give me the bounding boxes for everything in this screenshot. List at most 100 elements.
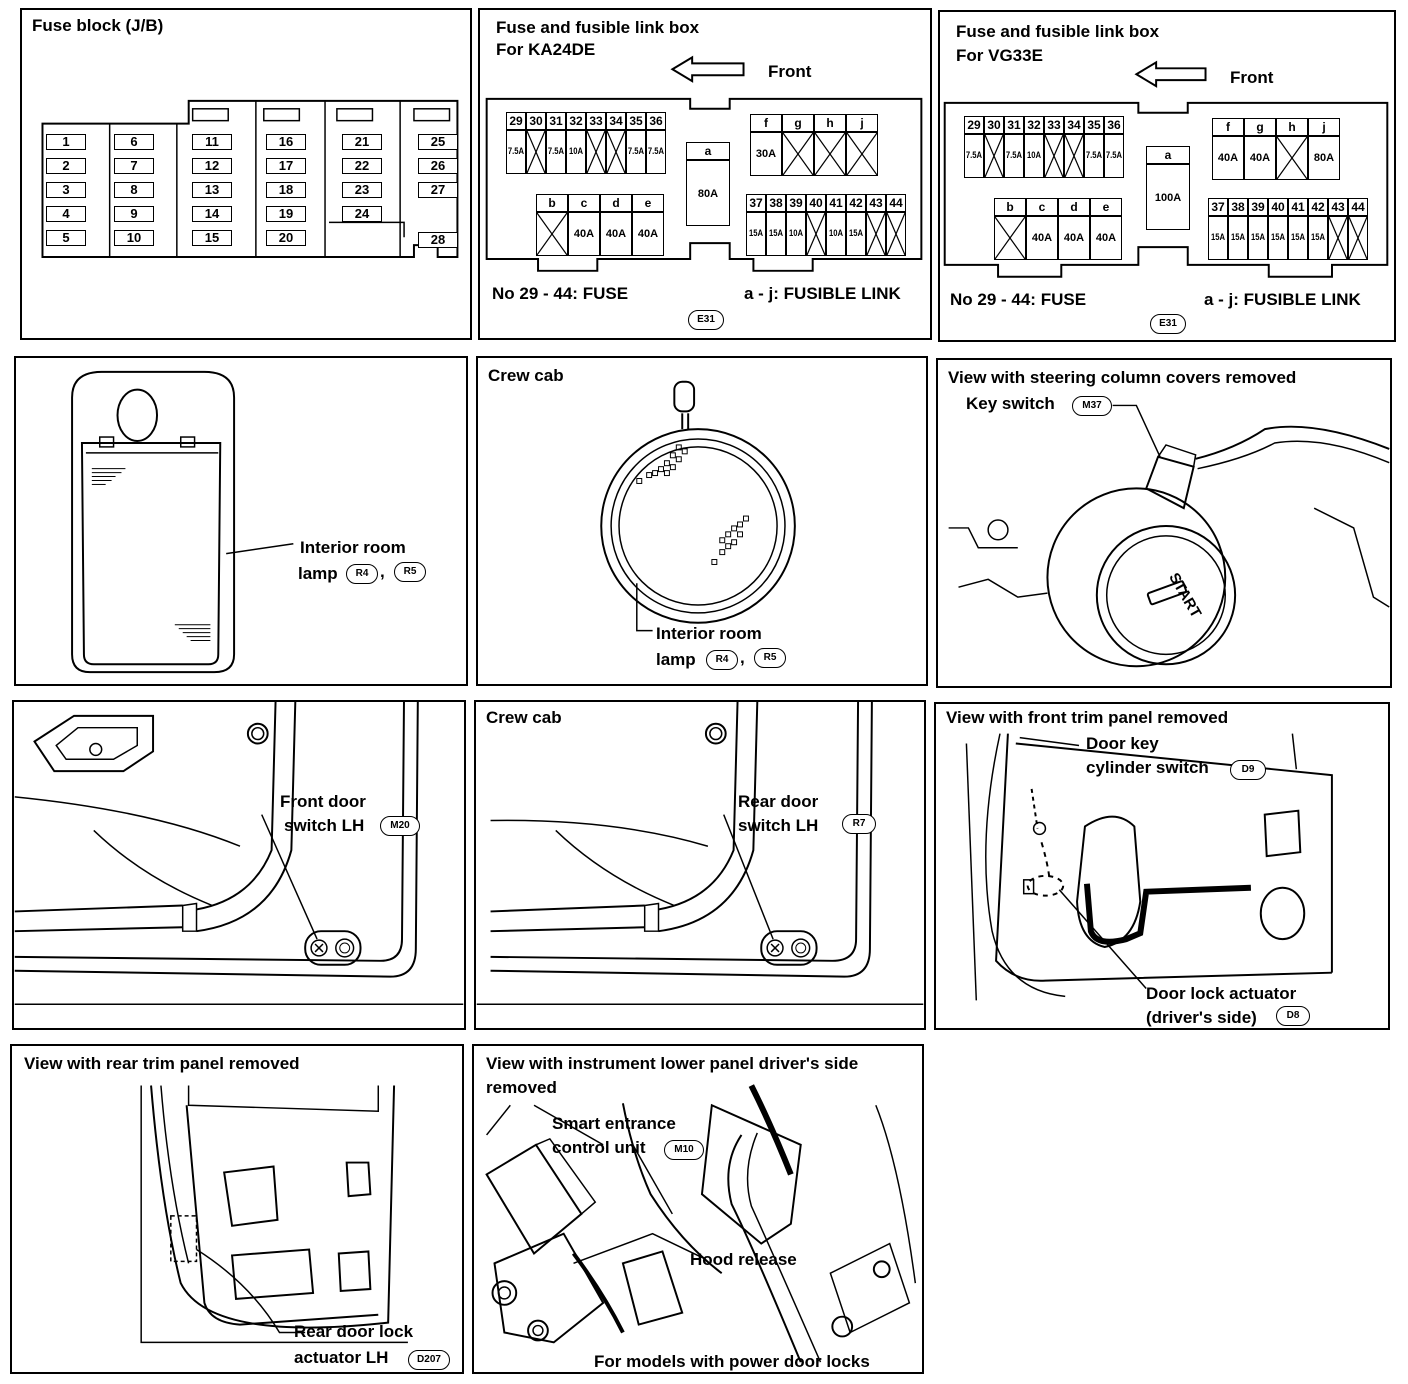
fuse-cell-34: 34 [606,112,626,130]
fuse-amp-35: 7.5A [627,146,645,156]
link-j-header: j [1308,118,1340,136]
ka24de-front-label: Front [768,62,812,81]
link-c-amp: 40A [573,228,595,240]
link-j-empty-icon [846,132,878,176]
link-j-amp: 80A [1313,152,1335,164]
fuse-cell-29: 29 [506,112,526,130]
crew-cab-lamp-label-line2: lamp [656,650,696,669]
fuse-empty-33-icon [1044,134,1064,178]
fuse-cell-30: 30 [984,116,1004,134]
fuse-16: 16 [266,134,306,150]
front-trim-label-line3: Door lock actuator [1146,984,1297,1003]
front-trim-connector-d8: D8 [1276,1006,1310,1026]
rear-door-switch-panel: Crew cab Rear door switch LH R7 [474,700,926,1030]
fuse-empty-33-icon [586,130,606,174]
fuse-cell-42: 42 [1308,198,1328,216]
fuse-cell-33: 33 [586,112,606,130]
link-e-body [1090,216,1122,260]
link-j-header: j [846,114,878,132]
room-lamp-label-line2: lamp [298,564,338,583]
fuse-body-36 [646,130,666,174]
fuse-24: 24 [342,206,382,222]
link-d-amp: 40A [1063,232,1085,244]
fuse-cell-38: 38 [766,194,786,212]
fuse-amp-38: 15A [1230,232,1246,242]
link-e-amp: 40A [1095,232,1117,244]
link-h-empty-icon [814,132,846,176]
fuse-3: 3 [46,182,86,198]
fuse-7: 7 [114,158,154,174]
crew-cab-lamp-comma: , [740,648,745,667]
fuse-13: 13 [192,182,232,198]
fuse-body-31 [1004,134,1024,178]
link-h-empty-icon [1276,136,1308,180]
vg33e-title-line1: Fuse and fusible link box [956,22,1160,41]
fuse-amp-38: 15A [768,228,784,238]
link-b-empty-icon [994,216,1026,260]
fuse-14: 14 [192,206,232,222]
fuse-amp-41: 15A [1290,232,1306,242]
link-d-header: d [1058,198,1090,216]
fuse-22: 22 [342,158,382,174]
fuse-empty-43-icon [866,212,886,256]
fuse-body-29 [506,130,526,174]
rear-trim-connector-d207: D207 [408,1350,450,1370]
fuse-27: 27 [418,182,458,198]
link-d-amp: 40A [605,228,627,240]
link-g-body [1244,136,1276,180]
fuse-cell-39: 39 [1248,198,1268,216]
room-lamp-panel: Interior room lamp R4 , R5 [14,356,468,686]
fuse-20: 20 [266,230,306,246]
fuse-amp-37: 15A [1210,232,1226,242]
link-f-header: f [1212,118,1244,136]
link-c-body [1026,216,1058,260]
instrument-label-line2: control unit [552,1138,646,1157]
ka24de-link-legend: a - j: FUSIBLE LINK [744,284,901,303]
fuse-amp-40: 15A [1270,232,1286,242]
link-f-body [1212,136,1244,180]
front-trim-label-line4: (driver's side) [1146,1008,1257,1027]
fuse-empty-44-icon [1348,216,1368,260]
rear-trim-title: View with rear trim panel removed [24,1054,300,1073]
link-c-body [568,212,600,256]
fuse-amp-32: 10A [568,146,584,156]
link-g-header: g [1244,118,1276,136]
link-c-header: c [568,194,600,212]
link-e-header: e [632,194,664,212]
vg33e-box-drawing [943,60,1389,278]
fuse-18: 18 [266,182,306,198]
fuse-cell-29: 29 [964,116,984,134]
fuse-2: 2 [46,158,86,174]
fuse-body-39 [1248,216,1268,260]
link-g-amp: 40A [1249,152,1271,164]
fuse-empty-30-icon [526,130,546,174]
instrument-label-line4: For models with power door locks [594,1352,870,1371]
instrument-connector-m10: M10 [664,1140,704,1160]
instrument-title-line2: removed [486,1078,557,1097]
vg33e-link-legend: a - j: FUSIBLE LINK [1204,290,1361,309]
crew-cab-lamp-drawing [600,380,796,632]
ka24de-title-line1: Fuse and fusible link box [496,18,700,37]
rear-door-switch-connector-r7: R7 [842,814,876,834]
rear-trim-panel: View with rear trim panel removed Rear d… [10,1044,464,1374]
crew-cab-lamp-connector-r4: R4 [706,650,738,670]
fuse-body-42 [1308,216,1328,260]
fuse-body-39 [786,212,806,256]
fuse-cell-35: 35 [1084,116,1104,134]
fuse-cell-34: 34 [1064,116,1084,134]
link-e-body [632,212,664,256]
fuse-empty-40-icon [806,212,826,256]
link-b-header: b [536,194,568,212]
instrument-panel-drawing [485,1084,917,1363]
fuse-body-29 [964,134,984,178]
fuse-cell-31: 31 [546,112,566,130]
link-c-amp: 40A [1031,232,1053,244]
room-lamp-drawing [71,370,294,674]
ka24de-connector-badge: E31 [688,310,724,330]
fuse-cell-40: 40 [1268,198,1288,216]
fuse-23: 23 [342,182,382,198]
fuse-cell-42: 42 [846,194,866,212]
rear-door-switch-drawing [476,702,924,1006]
instrument-label-line1: Smart entrance [552,1114,676,1133]
ka24de-title-line2: For KA24DE [496,40,596,59]
